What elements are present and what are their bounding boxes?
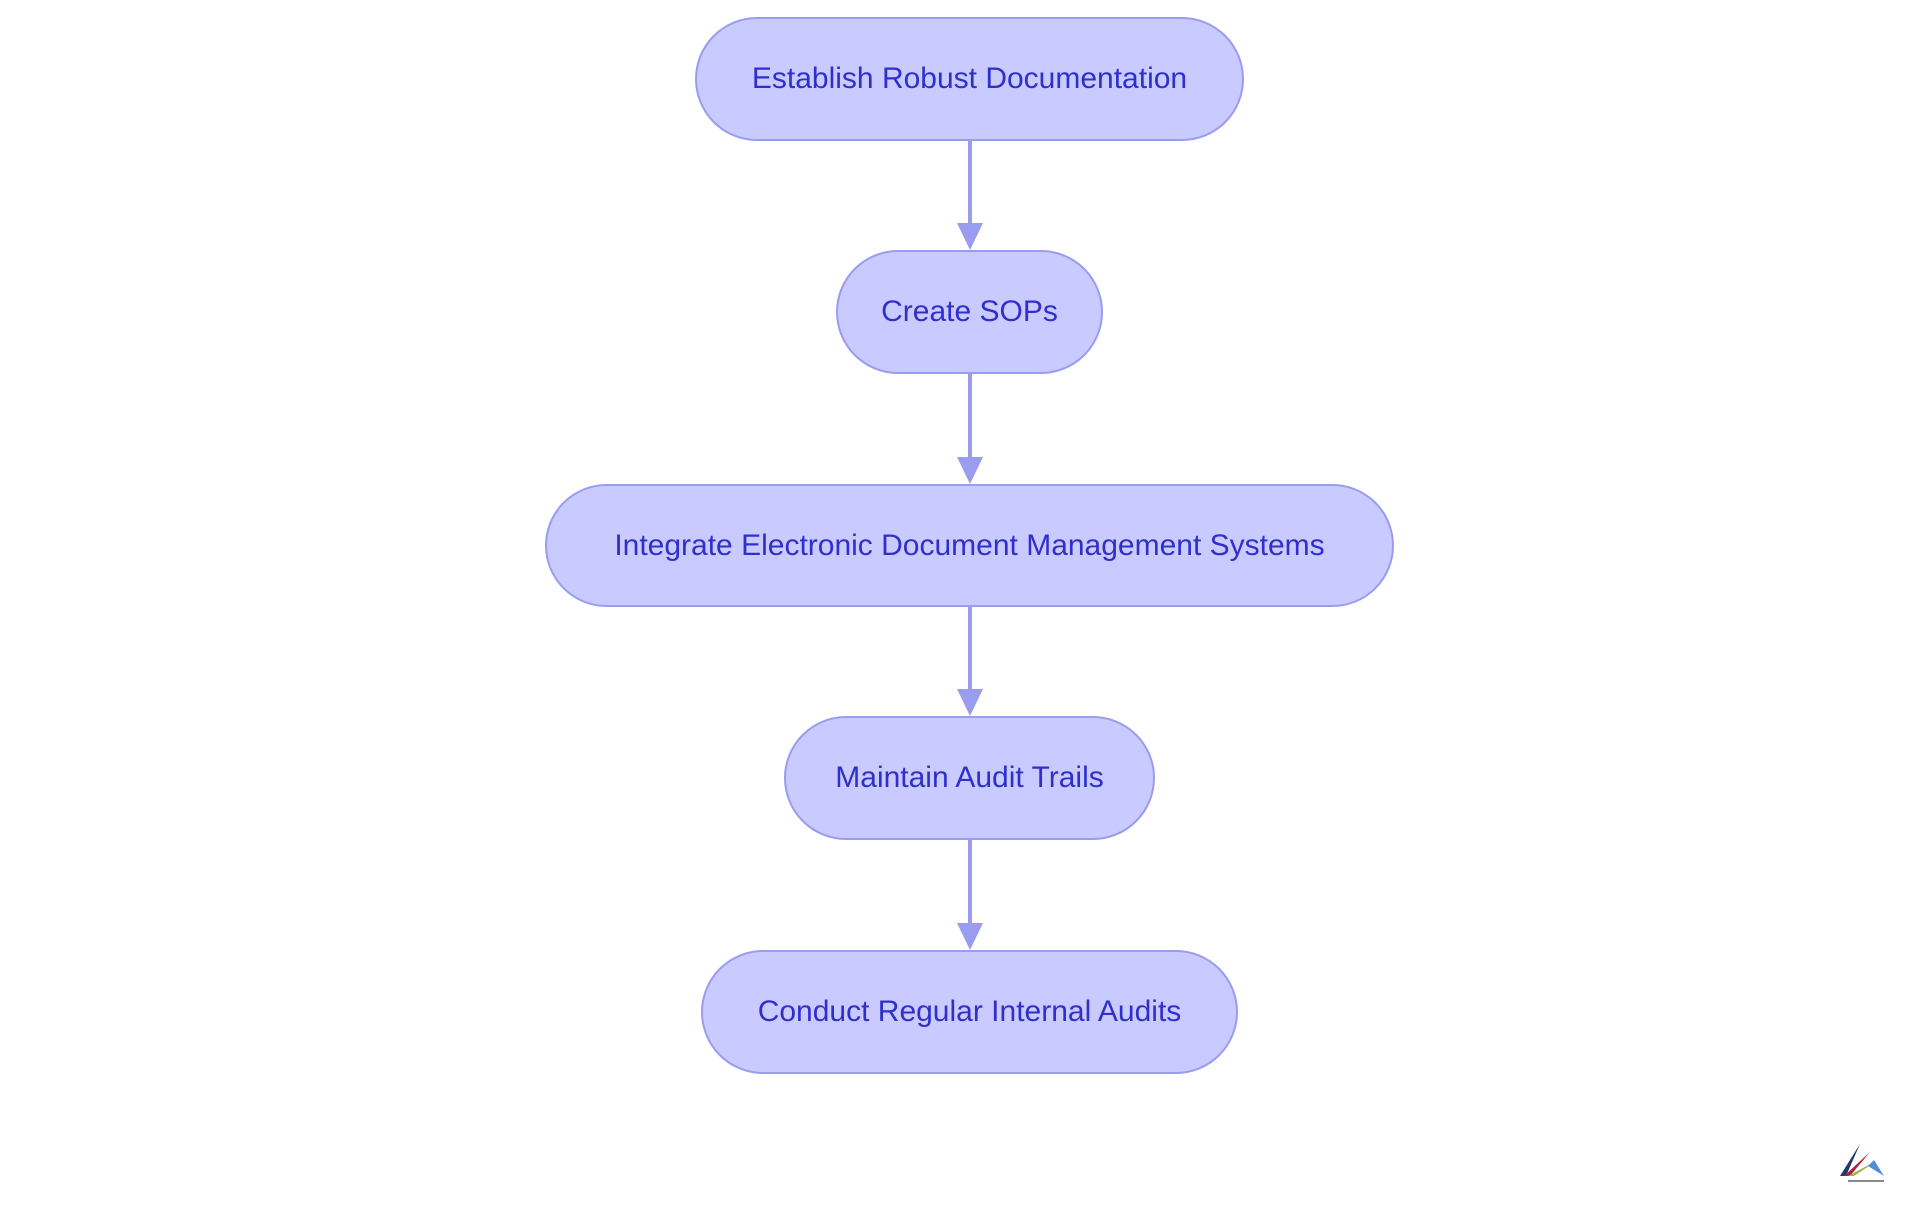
company-logo-icon (1840, 1144, 1884, 1182)
node-label: Conduct Regular Internal Audits (757, 995, 1182, 1028)
edge-1-2 (957, 374, 983, 484)
node-label: Integrate Electronic Document Management… (614, 528, 1325, 562)
edge-0-1 (957, 141, 983, 250)
edge-3-4 (957, 840, 983, 950)
node-create-sops: Create SOPs (836, 250, 1103, 374)
node-maintain-audit-trails: Maintain Audit Trails (784, 716, 1155, 840)
node-integrate-edms: Integrate Electronic Document Management… (545, 484, 1394, 607)
node-label: Create SOPs (881, 295, 1058, 328)
node-label: Establish Robust Documentation (751, 62, 1188, 95)
node-label: Maintain Audit Trails (835, 761, 1104, 794)
node-conduct-internal-audits: Conduct Regular Internal Audits (701, 950, 1238, 1074)
node-establish-robust-documentation: Establish Robust Documentation (695, 17, 1244, 141)
edge-2-3 (957, 607, 983, 716)
